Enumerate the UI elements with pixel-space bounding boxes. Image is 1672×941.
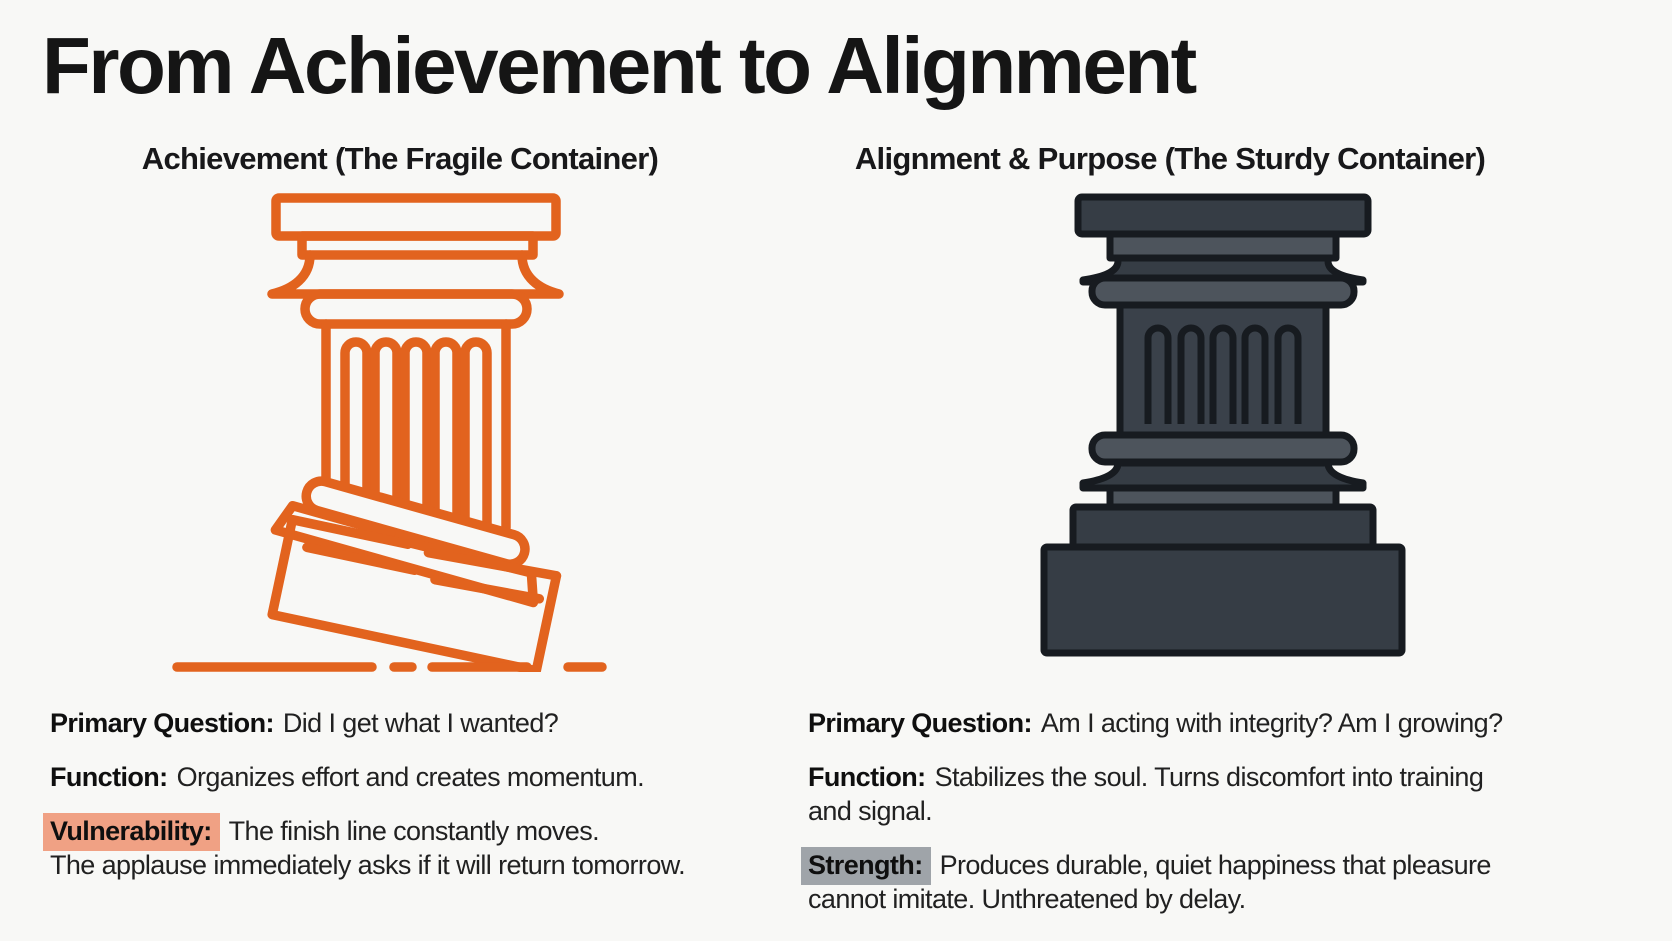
fact-text: Organizes effort and creates momentum.: [176, 762, 645, 792]
fact-primary-question: Primary Question: Am I acting with integr…: [808, 706, 1568, 740]
fact-vulnerability: Vulnerability: The finish line constantly…: [43, 813, 790, 882]
fact-function: Function: Stabilizes the soul. Turns disc…: [808, 760, 1568, 828]
fact-label-highlighted: Vulnerability:: [43, 813, 220, 851]
fact-text: Stabilizes the soul. Turns discomfort in…: [934, 762, 1484, 792]
fact-text: Produces durable, quiet happiness that p…: [939, 850, 1492, 880]
broken-column-strokes: [172, 193, 607, 672]
fact-label: Function:: [50, 762, 168, 792]
fact-label: Function:: [808, 762, 926, 792]
broken-column-illustration: [172, 193, 607, 672]
fact-label: Primary Question:: [808, 708, 1032, 738]
tilted-plinth: [267, 514, 562, 672]
sturdy-column-illustration: [1040, 193, 1406, 657]
fact-text-line2: cannot imitate. Unthreatened by delay.: [808, 884, 1246, 914]
fact-strength: Strength: Produces durable, quiet happine…: [801, 847, 1568, 916]
page-title: From Achievement to Alignment: [42, 21, 1197, 110]
fact-label-highlighted: Strength:: [801, 847, 931, 885]
sturdy-column-shapes: [1040, 193, 1406, 657]
fact-function: Function: Organizes effort and creates mo…: [50, 760, 790, 794]
heading-achievement: Achievement (The Fragile Container): [141, 141, 659, 176]
fact-label: Primary Question:: [50, 708, 274, 738]
fact-text: The finish line constantly moves.: [228, 816, 600, 846]
fact-text: Am I acting with integrity? Am I growing…: [1040, 708, 1503, 738]
heading-alignment: Alignment & Purpose (The Sturdy Containe…: [854, 141, 1486, 176]
fact-text-line2: and signal.: [808, 796, 933, 826]
facts-achievement: Primary Question: Did I get what I wanted…: [43, 706, 790, 902]
fact-primary-question: Primary Question: Did I get what I wanted…: [50, 706, 790, 740]
facts-alignment: Primary Question: Am I acting with integr…: [801, 706, 1568, 936]
fact-text-line2: The applause immediately asks if it will…: [50, 850, 686, 880]
fact-text: Did I get what I wanted?: [282, 708, 559, 738]
